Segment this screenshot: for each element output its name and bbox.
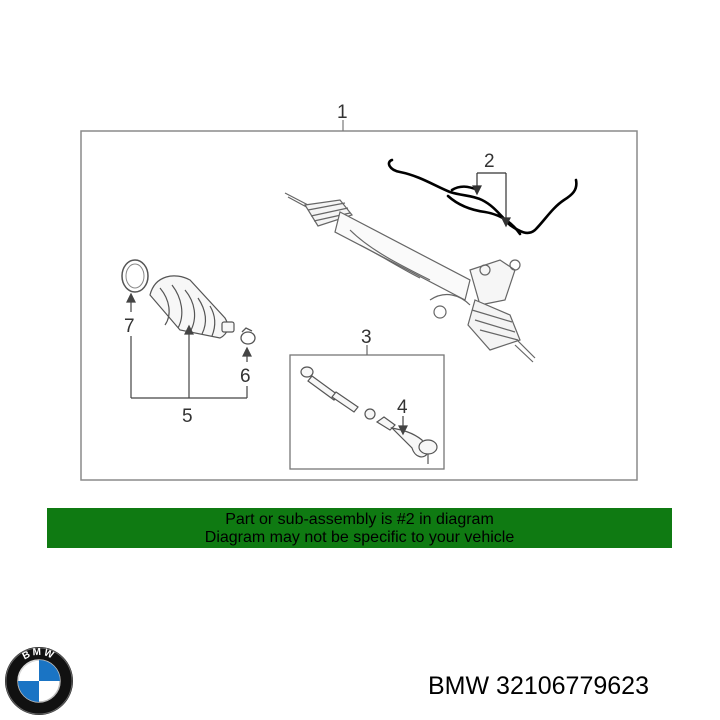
diagram-frame xyxy=(80,130,638,481)
boot-clamp-ring-inner xyxy=(125,263,145,289)
tie-rod xyxy=(300,366,438,464)
callout-2-leader xyxy=(472,172,511,228)
bmw-logo: BMW xyxy=(5,647,73,715)
callout-7: 7 xyxy=(124,316,135,337)
bmw-logo-lettering: BMW xyxy=(21,647,55,663)
rack-boot xyxy=(149,275,235,339)
callout-4: 4 xyxy=(397,397,408,418)
steering-rack xyxy=(284,192,536,363)
callout-1: 1 xyxy=(337,102,348,123)
boot-clamp-ring xyxy=(121,259,149,293)
notice-line-2: Diagram may not be specific to your vehi… xyxy=(204,529,515,546)
callout-4-leader xyxy=(398,416,408,436)
callout-567-leaders xyxy=(126,292,252,399)
callout-2: 2 xyxy=(484,151,495,172)
small-clamp xyxy=(240,327,256,345)
callout-3: 3 xyxy=(361,327,372,348)
callout-6: 6 xyxy=(240,366,251,387)
notice-banner: Part or sub-assembly is #2 in diagram Di… xyxy=(47,508,672,548)
callout-5: 5 xyxy=(182,406,193,427)
svg-text:BMW: BMW xyxy=(21,647,57,663)
notice-line-1: Part or sub-assembly is #2 in diagram xyxy=(225,511,494,528)
highlighted-part-2 xyxy=(387,158,578,236)
part-number-label: BMW 32106779623 xyxy=(428,672,649,700)
